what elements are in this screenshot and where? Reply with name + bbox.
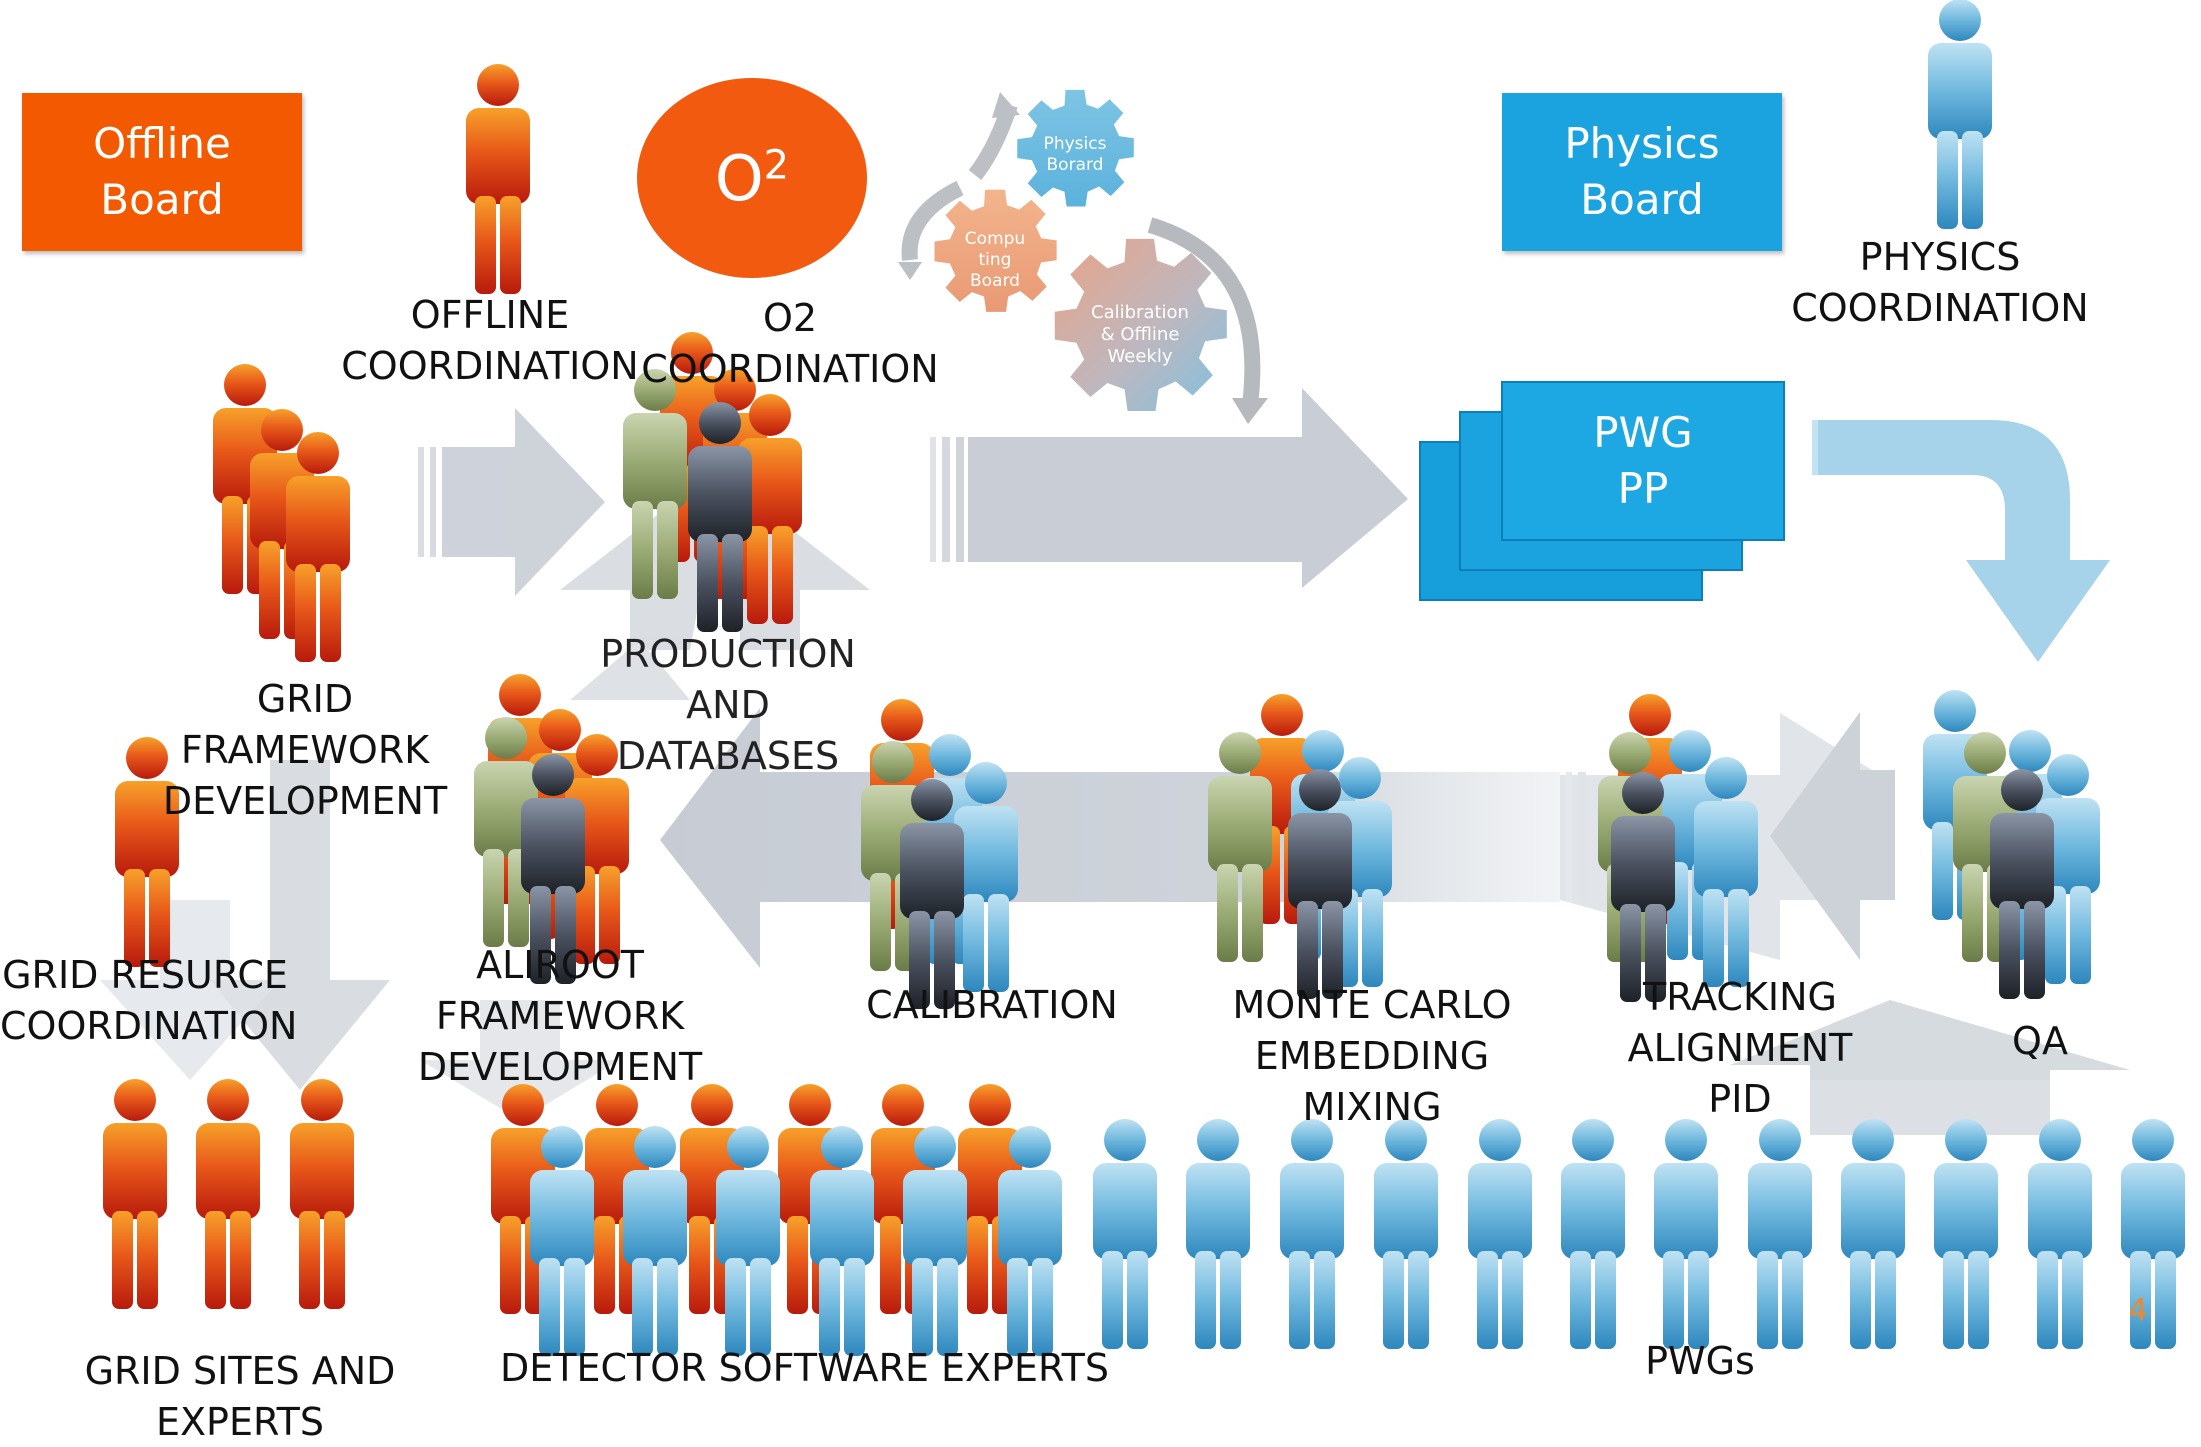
- pwg-pp-box: PWG PP: [1502, 382, 1784, 540]
- person-group-tracking: [1598, 694, 1758, 1002]
- flow-arrow-icon: [418, 408, 605, 596]
- flow-arrow-icon: [1812, 420, 2110, 662]
- physics-board-line1: Physics: [1564, 119, 1720, 168]
- person-group-grid-sites: [103, 1079, 354, 1309]
- gear-cycle: [898, 89, 1268, 424]
- person-group-monte-carlo: [1208, 694, 1392, 999]
- person-group-calibration: [861, 699, 1018, 1009]
- person-group-grid-framework: [213, 364, 350, 662]
- flow-arrow-icon: [930, 388, 1408, 588]
- person-group-qa: [1923, 690, 2100, 999]
- cycle-arrow-icon: [1147, 217, 1261, 406]
- cycle-arrow-icon: [901, 180, 964, 261]
- physics-board: Physics Board: [1502, 93, 1782, 251]
- o2-badge: O2: [637, 78, 867, 278]
- page-number: 4: [2128, 1293, 2148, 1328]
- flow-arrow-icon: [1730, 1000, 2130, 1135]
- qa-label: QA: [2012, 1019, 2068, 1063]
- detector-experts-label: DETECTOR SOFTWARE EXPERTS: [500, 1346, 1109, 1390]
- person-blue-icon: [1928, 0, 1992, 229]
- o2-text: O2: [714, 141, 790, 215]
- physics-board-line2: Board: [1580, 175, 1704, 224]
- person-orange-icon: [466, 64, 530, 294]
- flow-arrow-icon: [100, 760, 620, 1120]
- calibration-label: CALIBRATION: [866, 983, 1118, 1027]
- pwg-line1: PWG: [1593, 408, 1693, 457]
- pwg-stack: [1419, 381, 1785, 601]
- person-group-detector-experts: [491, 1084, 1062, 1356]
- offline-board-line2: Board: [100, 175, 224, 224]
- pwgs-label: PWGs: [1645, 1339, 1755, 1383]
- flow-arrow-icon: [1770, 712, 1895, 960]
- person-group-pwgs: [1093, 1119, 2185, 1349]
- pwg-line2: PP: [1617, 464, 1669, 513]
- offline-board: Offline Board: [22, 93, 302, 251]
- offline-board-line1: Offline: [93, 119, 231, 168]
